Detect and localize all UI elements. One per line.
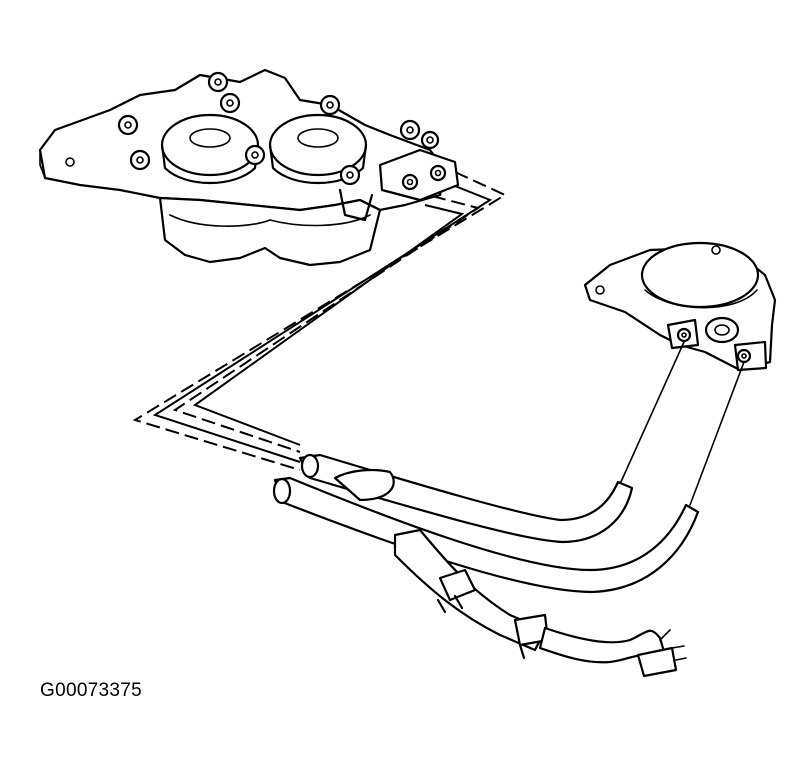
bolts — [65, 71, 440, 186]
vacuum-hose-a — [298, 453, 634, 544]
actuator-unit — [583, 241, 777, 372]
leader-line-right — [689, 361, 745, 506]
routing-path-dashed-inner — [172, 195, 481, 453]
hose-clamp — [436, 568, 550, 660]
vacuum-hoses — [272, 453, 700, 652]
routing-path-solid-lower — [192, 204, 465, 446]
main-unit-lower-body — [158, 196, 382, 267]
rigid-line — [538, 626, 687, 678]
leader-line-left — [619, 341, 685, 485]
routing-path — [132, 171, 508, 471]
figure-id-label: G00073375 — [40, 680, 143, 701]
routing-path-dashed-outer — [132, 171, 508, 471]
solenoid-cap-left — [160, 113, 260, 177]
vacuum-hose-b — [273, 476, 700, 594]
leader-lines — [619, 341, 745, 506]
hose-clamp-body — [438, 568, 477, 602]
vacuum-hose-c — [333, 468, 395, 502]
actuator-diaphragm — [640, 241, 760, 309]
main-unit — [38, 68, 460, 267]
hose-connector-block — [378, 148, 460, 202]
end-connector — [636, 646, 678, 678]
routing-path-solid-inner — [152, 179, 493, 463]
